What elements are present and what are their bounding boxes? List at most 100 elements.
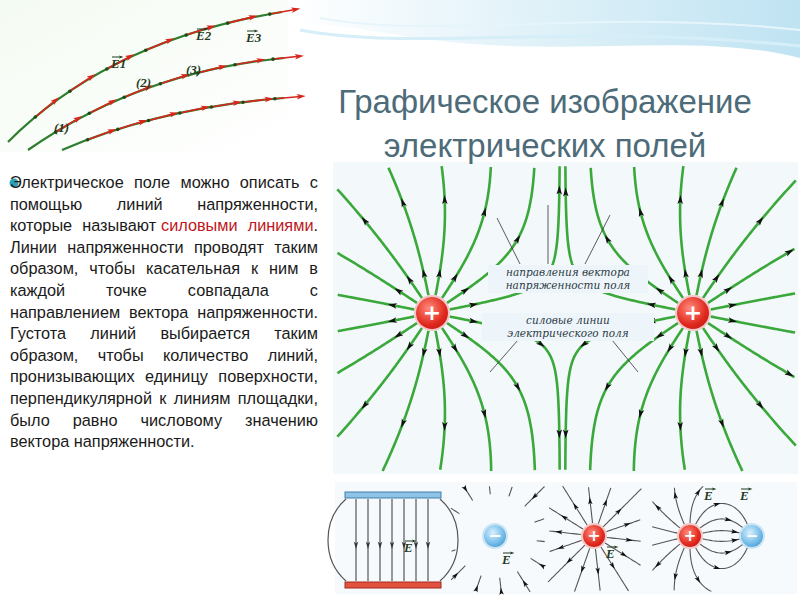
- capacitor-plate: [345, 492, 441, 498]
- field-line: [337, 189, 422, 298]
- arrow-head: [422, 269, 427, 278]
- arrow-head: [581, 565, 586, 573]
- arrow-head: [125, 54, 134, 61]
- field-line: [549, 531, 581, 535]
- field-line: [427, 499, 428, 581]
- arrow-head: [667, 343, 674, 352]
- field-line: [451, 508, 459, 513]
- arrow-head: [362, 400, 370, 409]
- arrow-head: [291, 8, 300, 13]
- arrow-head: [566, 557, 573, 564]
- charge-sign: −: [488, 528, 501, 544]
- arrow-head: [563, 430, 569, 439]
- arrow-head: [695, 489, 701, 496]
- point: [122, 95, 126, 99]
- field-line: [415, 499, 416, 581]
- arrow-head: [698, 348, 703, 357]
- body-text-part: . Линии напряженности проводят таким обр…: [10, 216, 318, 450]
- slide-title: Графическое изображение электрических по…: [290, 80, 800, 168]
- field-line: [674, 488, 684, 524]
- field-line: [696, 504, 749, 527]
- field-line: [442, 328, 491, 471]
- field-line: [509, 487, 512, 496]
- vector-label: E1: [111, 56, 126, 72]
- field-vector: [160, 76, 185, 84]
- field-line: [700, 519, 743, 528]
- arrow-head: [712, 488, 717, 491]
- charge-sign: −: [746, 529, 759, 544]
- point: [178, 111, 182, 115]
- arrow-head: [684, 269, 689, 278]
- term-highlight: силовыми линиями: [161, 216, 314, 234]
- arrow-head: [87, 74, 96, 81]
- arrow-head: [695, 576, 701, 583]
- field-line: [703, 180, 796, 298]
- arrow-head: [451, 343, 458, 352]
- field-line: [489, 486, 491, 494]
- field-vector: [70, 77, 92, 91]
- arrow-head: [460, 288, 469, 295]
- arrow-head: [388, 303, 397, 308]
- field-line: [367, 499, 368, 581]
- arrow-head: [623, 523, 631, 528]
- field-line: [337, 323, 417, 373]
- arrow-head: [407, 276, 414, 285]
- arrow-head: [656, 331, 665, 338]
- arrow-head: [723, 332, 732, 339]
- arrow-head: [656, 288, 665, 295]
- field-line: [652, 539, 677, 545]
- field-line: [517, 572, 530, 592]
- field-vector: [211, 103, 237, 107]
- arrow-head: [573, 503, 579, 510]
- arrow-head: [469, 318, 478, 323]
- leader-line: [490, 340, 518, 372]
- field-line: [379, 499, 380, 581]
- field-line: [652, 527, 677, 533]
- arrow-head: [677, 422, 683, 431]
- point: [273, 97, 277, 101]
- field-vector: [35, 100, 55, 117]
- arrow-head: [462, 485, 468, 492]
- field-line: [589, 487, 593, 523]
- arrow-head: [563, 187, 569, 196]
- field-line: [696, 546, 749, 569]
- arrow-head: [426, 542, 430, 549]
- field-vector: [149, 114, 174, 121]
- field-line: [391, 499, 392, 581]
- arrow-head: [442, 422, 448, 431]
- arrow-head: [713, 565, 721, 569]
- field-line: [563, 486, 587, 525]
- field-line: [703, 328, 796, 446]
- arrow-head: [784, 249, 793, 256]
- arrow-head: [401, 198, 407, 207]
- field-vector: [235, 60, 261, 65]
- charge-sign: +: [423, 302, 441, 324]
- banner-wave: [290, 0, 800, 58]
- vector-label: E: [740, 488, 749, 504]
- arrow-head: [557, 430, 563, 439]
- point: [147, 119, 151, 123]
- panel-ground: [335, 482, 797, 594]
- vector-label: E3: [246, 30, 261, 46]
- arrow-head: [395, 331, 404, 338]
- field-vector: [88, 131, 112, 140]
- point: [241, 100, 245, 104]
- field-line: [697, 331, 743, 471]
- arrow-head: [248, 15, 257, 20]
- arrow-head: [378, 542, 382, 549]
- arrow-head: [510, 552, 515, 555]
- arrow-head: [731, 539, 739, 543]
- charge-circle: −: [484, 525, 506, 547]
- arrow-head: [513, 235, 520, 244]
- arrow-head: [452, 573, 459, 580]
- field-line: [337, 253, 417, 303]
- point: [226, 21, 230, 25]
- charge-circle: +: [583, 525, 605, 547]
- arrow-head: [499, 588, 503, 595]
- arrow-head: [713, 503, 721, 507]
- field-line: [674, 548, 684, 590]
- field-line: [337, 328, 422, 437]
- field-line: [708, 323, 794, 377]
- arrow-head: [718, 418, 724, 427]
